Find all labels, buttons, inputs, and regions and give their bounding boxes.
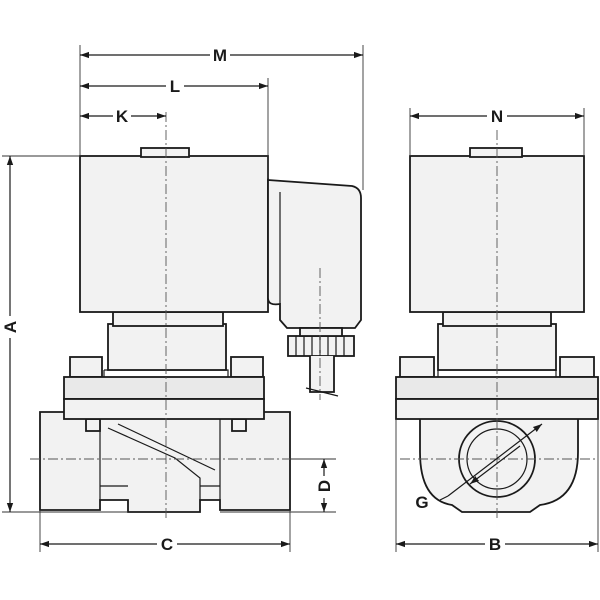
label-M: M <box>213 46 227 65</box>
dimension-labels: M L K N A D C G B <box>0 44 507 555</box>
label-L: L <box>170 77 180 96</box>
side-coil-nut <box>469 147 523 158</box>
front-cable-gland-neck <box>299 327 343 337</box>
front-flange-lower <box>63 398 265 420</box>
front-internal-seat-2 <box>117 423 216 471</box>
front-connector <box>267 179 362 329</box>
front-left-bolt-head <box>69 356 103 378</box>
front-right-bolt-head <box>230 356 264 378</box>
label-B: B <box>489 535 501 554</box>
label-G: G <box>415 493 428 512</box>
label-C: C <box>161 535 173 554</box>
front-left-bolt-nut <box>85 418 101 432</box>
dim-leader-G <box>439 495 449 501</box>
front-coil-nut <box>140 147 190 158</box>
side-left-bolt-head <box>399 356 435 378</box>
dim-line-G <box>447 423 543 497</box>
side-right-bolt-head <box>559 356 595 378</box>
label-K: K <box>116 107 129 126</box>
front-right-bolt-nut <box>231 418 247 432</box>
front-cable-break <box>305 387 339 397</box>
front-valve-body <box>39 411 291 513</box>
front-flange-upper <box>63 376 265 400</box>
front-cable <box>309 356 335 393</box>
front-armature-tube <box>107 323 227 371</box>
label-N: N <box>491 107 503 126</box>
front-coil <box>79 155 269 313</box>
label-A: A <box>1 321 20 333</box>
front-tube-collar <box>112 311 224 327</box>
center-lines <box>30 112 598 520</box>
front-internal-seat <box>107 427 201 500</box>
label-D: D <box>315 480 334 492</box>
dim-line-G-arrow2 <box>469 445 521 485</box>
front-view <box>39 147 362 513</box>
